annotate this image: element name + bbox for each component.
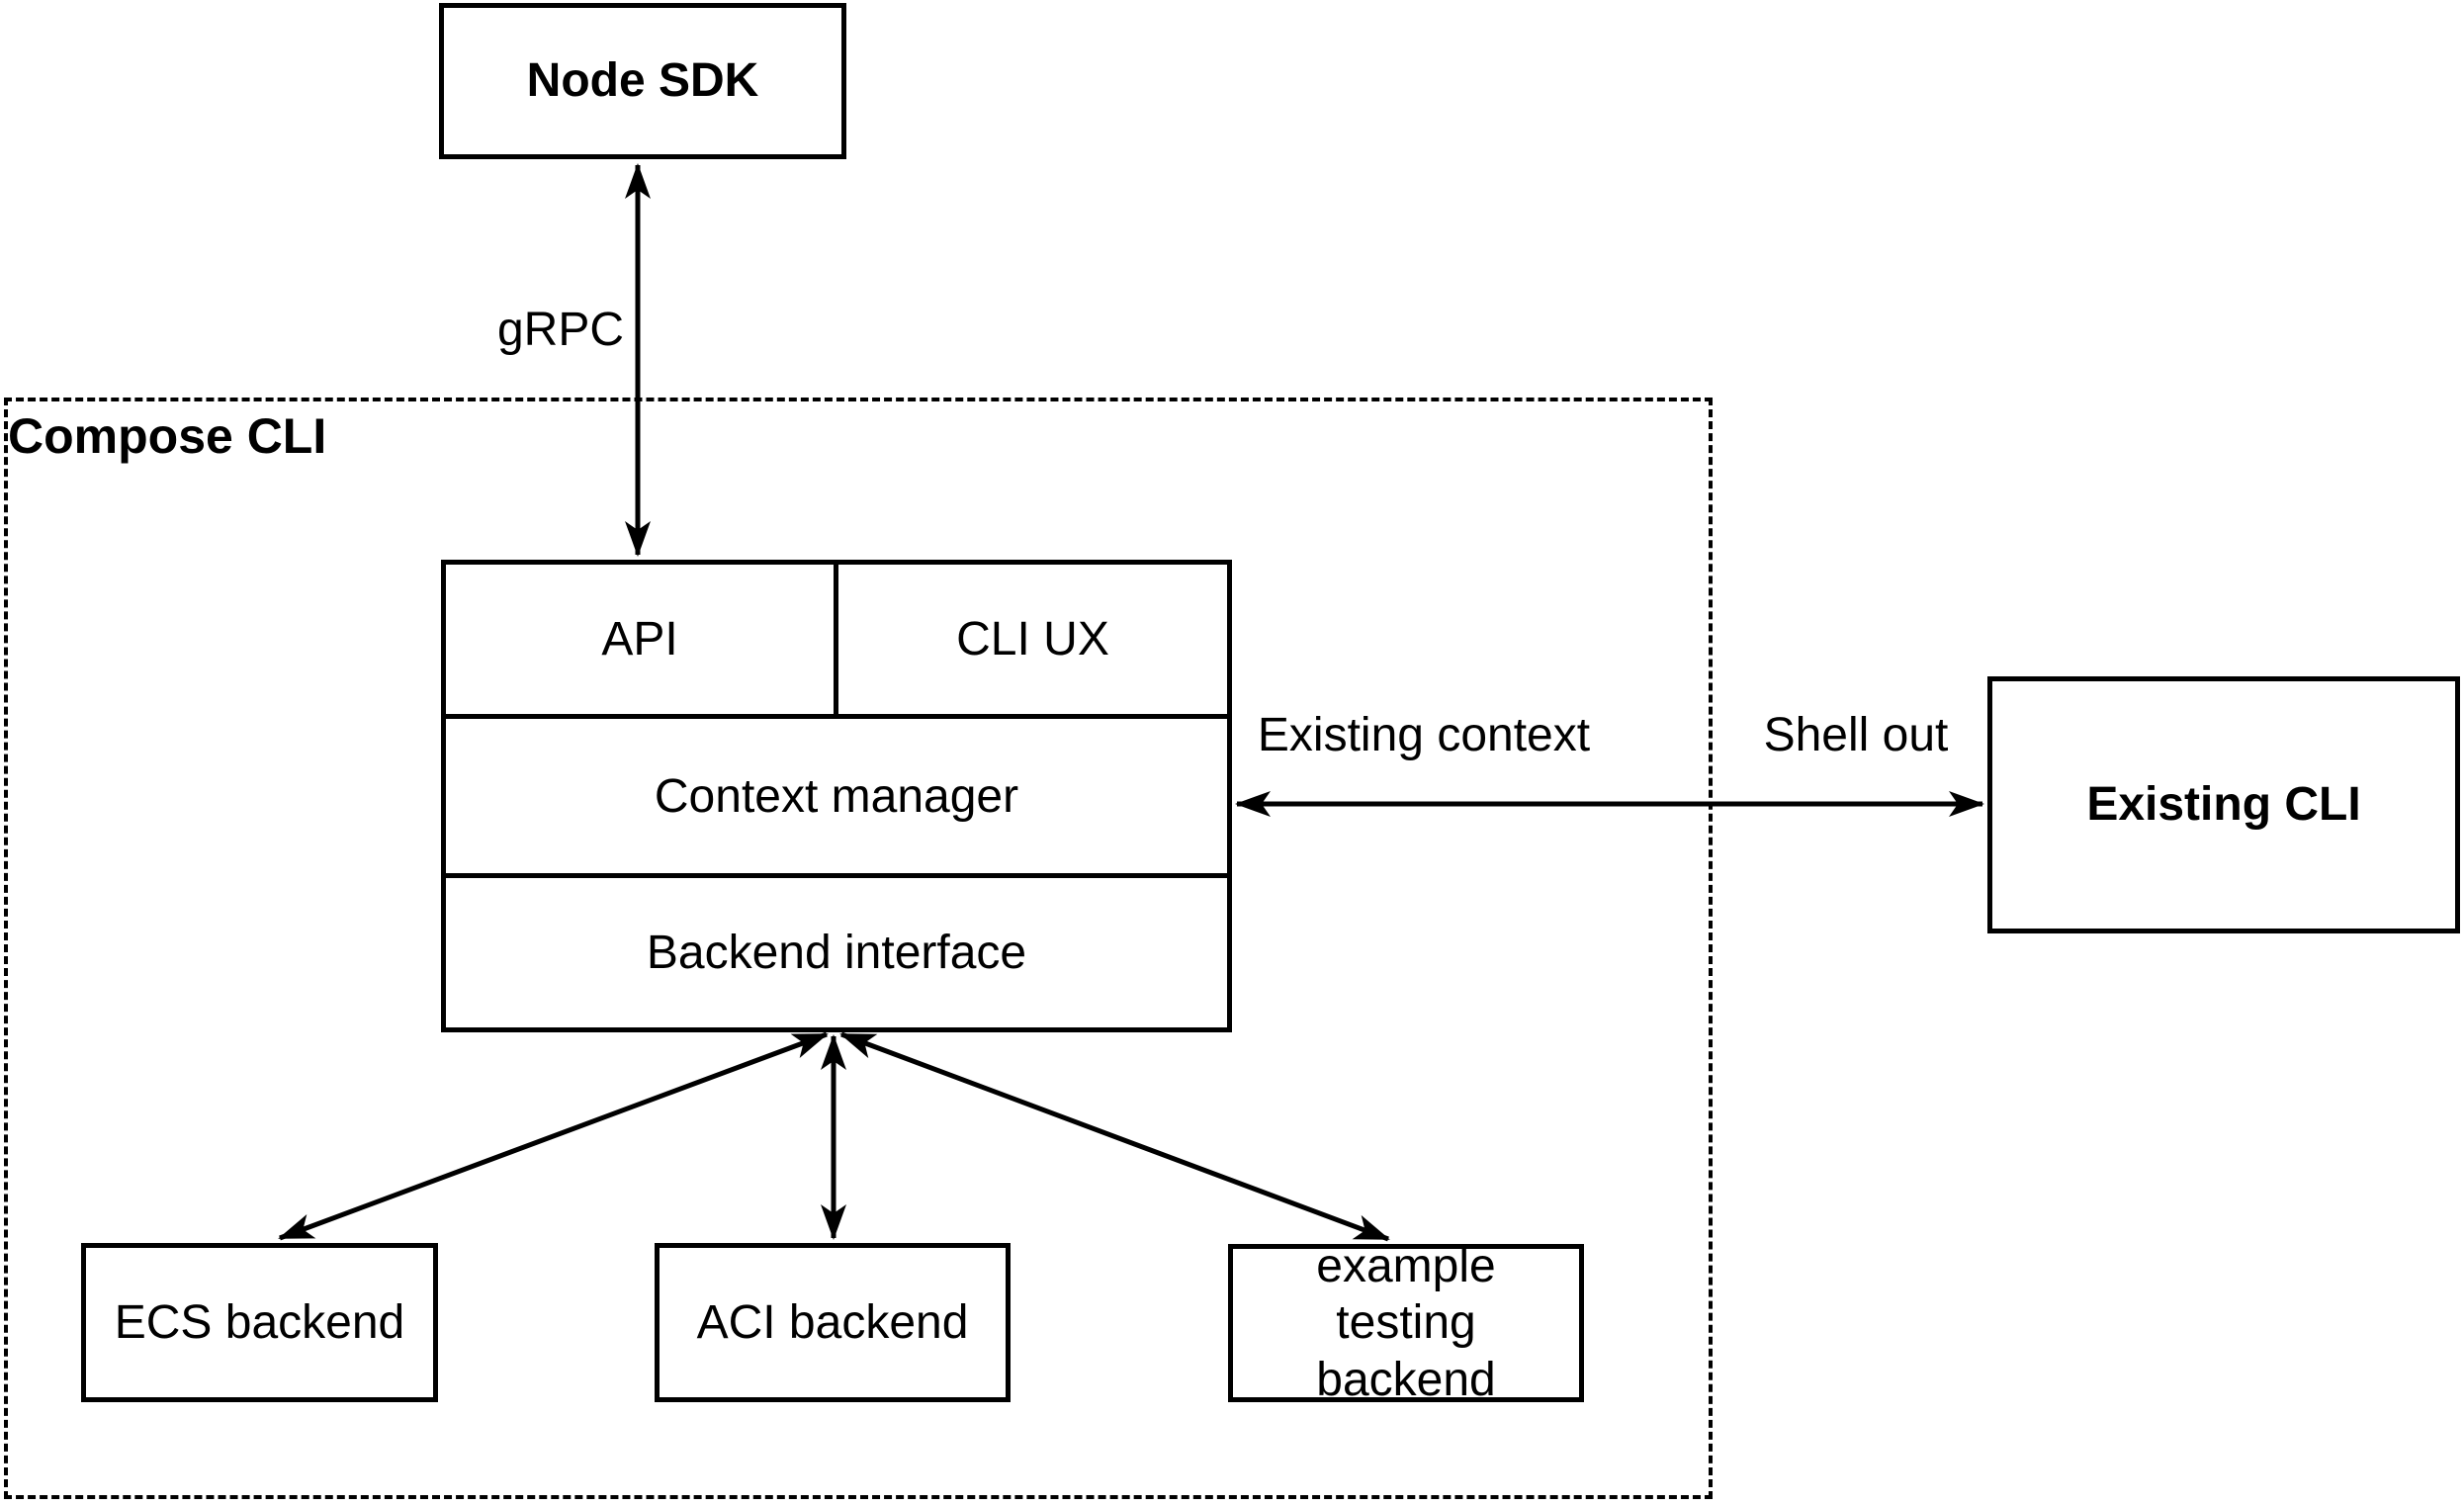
- stack-top-row: API CLI UX: [446, 565, 1227, 719]
- backend-interface-label: Backend interface: [646, 927, 1027, 979]
- grpc-label: gRPC: [496, 304, 624, 356]
- example-testing-backend-label: example testing backend: [1316, 1239, 1496, 1406]
- compose-cli-container: [4, 398, 1713, 1499]
- node-sdk-label: Node SDK: [526, 54, 759, 108]
- context-manager-label: Context manager: [654, 769, 1019, 823]
- node-sdk-box: Node SDK: [439, 3, 846, 159]
- backend-interface-cell: Backend interface: [446, 878, 1227, 1027]
- existing-context-label: Existing context: [1257, 709, 1591, 761]
- cli-ux-cell: CLI UX: [838, 565, 1227, 714]
- aci-backend-label: ACI backend: [696, 1295, 969, 1349]
- context-manager-cell: Context manager: [446, 719, 1227, 878]
- ecs-backend-box: ECS backend: [81, 1243, 438, 1402]
- aci-backend-box: ACI backend: [655, 1243, 1011, 1402]
- compose-cli-stack: API CLI UX Context manager Backend inter…: [441, 560, 1232, 1032]
- ecs-backend-label: ECS backend: [114, 1295, 405, 1349]
- example-testing-backend-box: example testing backend: [1228, 1240, 1584, 1406]
- api-label: API: [601, 613, 678, 665]
- api-cell: API: [446, 565, 838, 714]
- shell-out-label: Shell out: [1763, 709, 1949, 761]
- cli-ux-label: CLI UX: [956, 613, 1109, 665]
- compose-cli-label: Compose CLI: [8, 408, 327, 464]
- existing-cli-box: Existing CLI: [1987, 676, 2460, 933]
- existing-cli-label: Existing CLI: [2086, 778, 2361, 832]
